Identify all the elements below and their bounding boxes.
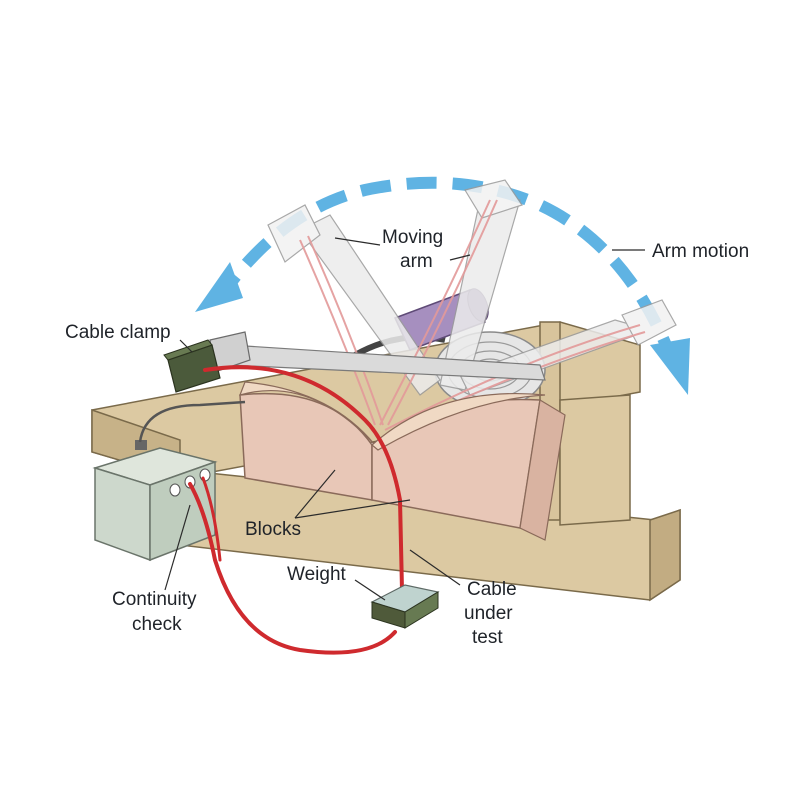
terminal-1: [169, 483, 181, 497]
arrow-right-head: [650, 338, 690, 395]
label-cable-under-test-3: test: [472, 627, 503, 648]
label-continuity-check-2: check: [132, 614, 182, 635]
arrow-left-head: [195, 262, 243, 312]
blocks: [239, 381, 566, 541]
cable-clamp: [163, 331, 546, 393]
label-weight: Weight: [287, 564, 347, 585]
labels: Moving arm Arm motion Cable clamp Blocks…: [65, 227, 749, 648]
arm-head-top: [464, 179, 523, 219]
label-arm-motion: Arm motion: [652, 241, 749, 262]
moving-arms: [267, 179, 677, 396]
label-moving-arm-2: arm: [400, 251, 433, 272]
label-continuity-check-1: Continuity: [112, 589, 197, 610]
continuity-check-box: [92, 400, 246, 562]
leader-lines: [164, 237, 645, 601]
label-cable-under-test-1: Cable: [467, 579, 517, 600]
label-moving-arm-1: Moving: [382, 227, 443, 248]
label-blocks: Blocks: [245, 519, 301, 540]
arm-head-left: [267, 204, 321, 263]
cable-under-test: [203, 365, 404, 592]
weight-block: [370, 584, 440, 629]
label-cable-under-test-2: under: [464, 603, 513, 624]
label-cable-clamp: Cable clamp: [65, 322, 171, 343]
continuity-wire: [188, 476, 397, 655]
